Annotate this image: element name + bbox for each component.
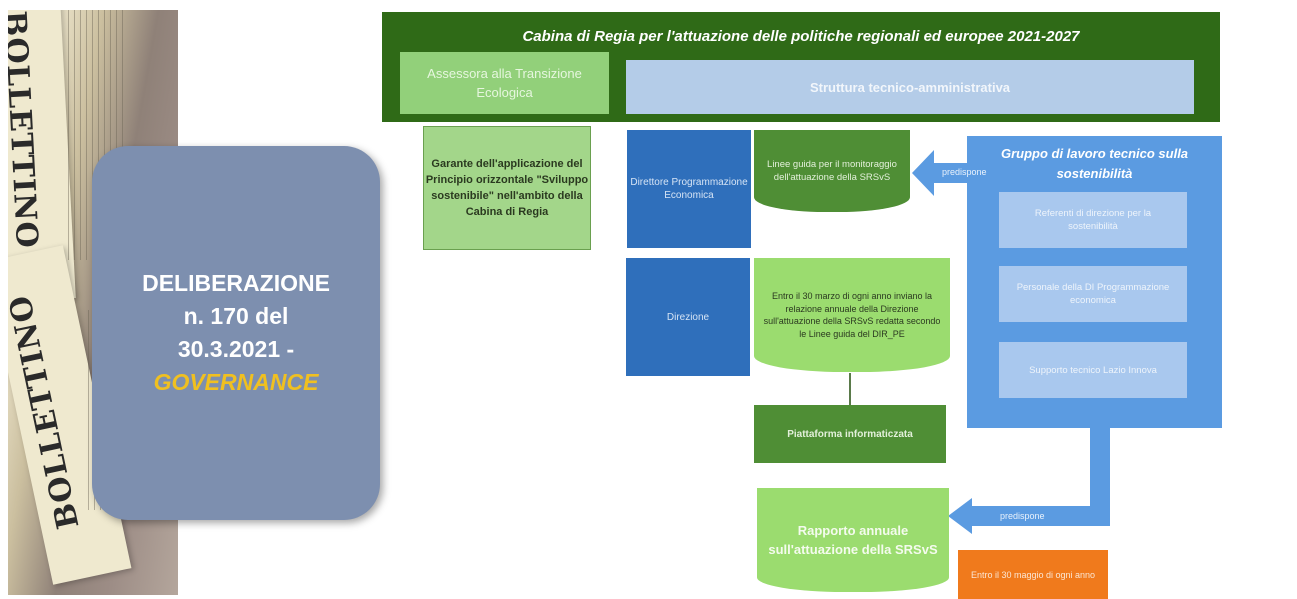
gruppo-title: Gruppo di lavoro tecnico sulla sostenibi… <box>1000 146 1189 181</box>
direttore-box: Direttore Programmazione Economica <box>627 130 751 248</box>
connector-line <box>849 373 851 405</box>
bent-arrow-icon <box>948 410 1110 534</box>
deliberazione-box: DELIBERAZIONE n. 170 del 30.3.2021 - GOV… <box>92 146 380 520</box>
masthead-text: BOLLETTINO <box>8 10 45 250</box>
linee-guida-document: Linee guida per il monitoraggio dell'att… <box>754 130 910 212</box>
predispone-arrow-top: predispone <box>912 150 1012 196</box>
deliberazione-number: n. 170 del <box>183 303 289 329</box>
deliberazione-date: 30.3.2021 - <box>177 336 295 362</box>
gruppo-item-referenti: Referenti di direzione per la sostenibil… <box>999 192 1187 248</box>
banner-title: Cabina di Regia per l'attuazione delle p… <box>522 28 1080 45</box>
arrow-label: predispone <box>1000 511 1045 521</box>
deliberazione-title: DELIBERAZIONE <box>142 270 330 296</box>
garante-box: Garante dell'applicazione del Principio … <box>423 126 591 250</box>
gruppo-item-personale: Personale della DI Programmazione econom… <box>999 266 1187 322</box>
gruppo-lavoro-box: Gruppo di lavoro tecnico sulla sostenibi… <box>967 136 1222 428</box>
rapporto-annuale-document: Rapporto annuale sull'attuazione della S… <box>757 488 949 592</box>
direzione-box: Direzione <box>626 258 750 376</box>
cabina-regia-banner: Cabina di Regia per l'attuazione delle p… <box>382 12 1220 122</box>
entro-maggio-box: Entro il 30 maggio di ogni anno <box>958 550 1108 599</box>
piattaforma-box: Piattaforma informaticzata <box>754 405 946 463</box>
masthead-text: BOLLETTINO <box>8 291 87 533</box>
predispone-arrow-bottom: predispone <box>948 410 1113 534</box>
arrow-label: predispone <box>942 167 987 177</box>
deliberazione-governance: GOVERNANCE <box>153 369 319 395</box>
left-arrow-icon <box>912 150 1012 196</box>
assessora-box: Assessora alla Transizione Ecologica <box>400 52 609 114</box>
gruppo-item-supporto: Supporto tecnico Lazio Innova <box>999 342 1187 398</box>
entro-marzo-document: Entro il 30 marzo di ogni anno inviano l… <box>754 258 950 372</box>
struttura-box: Struttura tecnico-amministrativa <box>626 60 1194 114</box>
